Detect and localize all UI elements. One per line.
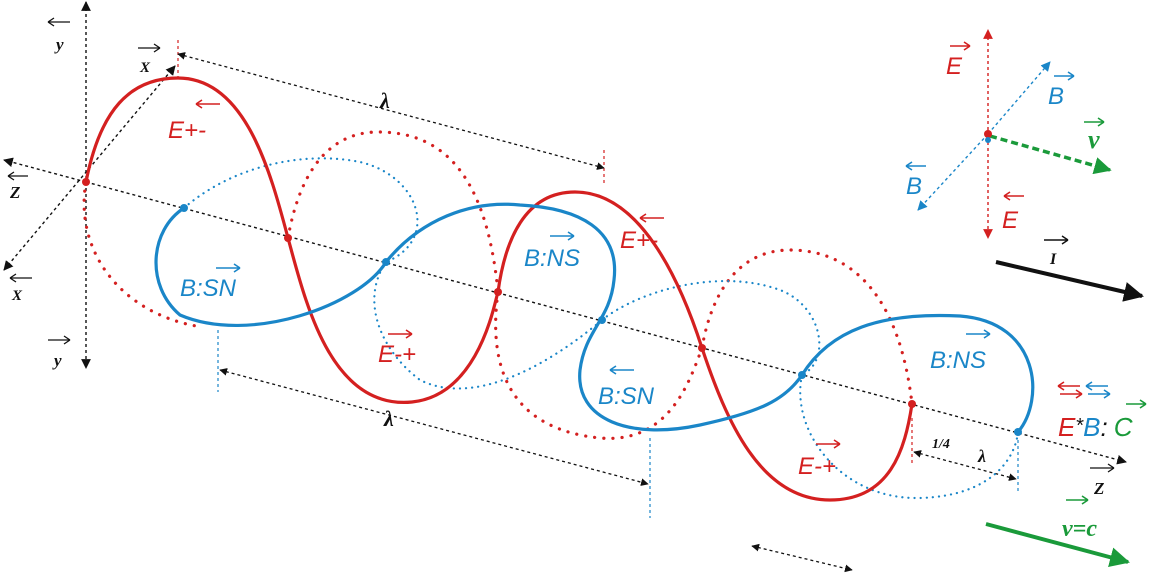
axis-labels: y X Z X y Z <box>7 17 1115 498</box>
axis-y-top-label: y <box>54 35 64 54</box>
formula-star: * <box>1075 415 1084 437</box>
inset-e-bottom-label: E <box>1002 207 1019 234</box>
b-ns-label-2: B:NS <box>930 347 986 374</box>
wavelength-labels: λ λ 1/4 λ <box>379 88 986 466</box>
magnetic-labels: B:SN B:NS B:SN B:NS <box>180 231 991 410</box>
quarter-lambda-label: λ <box>977 446 986 466</box>
quarter-fraction-label: 1/4 <box>932 437 950 452</box>
inset-b-axis <box>987 61 1051 135</box>
v-equals-c: v=c <box>1062 495 1097 542</box>
axis-z-left-label: Z <box>9 183 20 202</box>
e-plus-minus-label-2: E+- <box>620 227 658 254</box>
wavelength-bottom-label: λ <box>383 406 394 431</box>
axis-x-top-label: X <box>139 60 151 76</box>
b-sn-label-2: B:SN <box>598 383 655 410</box>
axis-y-bottom-label: y <box>52 351 62 370</box>
quarter-wavelength-arrow <box>913 450 1017 481</box>
wavelength-arrow-top <box>177 52 605 170</box>
electric-labels: E+- E-+ E+- E-+ <box>168 99 841 480</box>
svg-text:E*B:C: E*B:C <box>1058 412 1133 442</box>
inset-b-bottom-label: B <box>906 173 922 200</box>
inset-v-label: v <box>1088 125 1100 154</box>
formula-b: B <box>1083 412 1100 442</box>
b-ns-label-1: B:NS <box>524 245 580 272</box>
formula-e: E <box>1058 412 1076 442</box>
formula-c: C <box>1114 412 1133 442</box>
inset-v-arrow <box>989 134 1112 175</box>
inset-b-top-label: B <box>1048 83 1064 110</box>
wavelength-arrow-bottom <box>219 368 649 486</box>
inset-e-top-label: E <box>946 53 963 80</box>
formula: E*B:C <box>1057 381 1147 442</box>
inset-vectors <box>917 29 1144 568</box>
velocity-c-arrow <box>985 522 1130 568</box>
e-minus-plus-label-2: E-+ <box>798 453 836 480</box>
e-minus-plus-label-1: E-+ <box>378 341 416 368</box>
current-arrow <box>995 260 1144 302</box>
magnetic-field-curve <box>154 202 1035 434</box>
b-sn-label-1: B:SN <box>180 275 237 302</box>
e-plus-minus-label-1: E+- <box>168 117 206 144</box>
formula-colon: : <box>1100 412 1107 442</box>
dimension-lines <box>177 40 1019 573</box>
v-equals-c-label: v=c <box>1062 516 1097 542</box>
dotted-curves <box>82 130 1020 500</box>
inset-labels: E B v B E I <box>905 41 1105 268</box>
axis-z-right-label: Z <box>1093 479 1104 498</box>
small-double-arrow <box>751 543 853 573</box>
wavelength-top-label: λ <box>379 88 390 113</box>
node-dots <box>82 178 1022 436</box>
inset-i-label: I <box>1049 251 1057 268</box>
axis-z-left <box>3 157 87 183</box>
axis-x-bottom-label: X <box>11 288 23 304</box>
